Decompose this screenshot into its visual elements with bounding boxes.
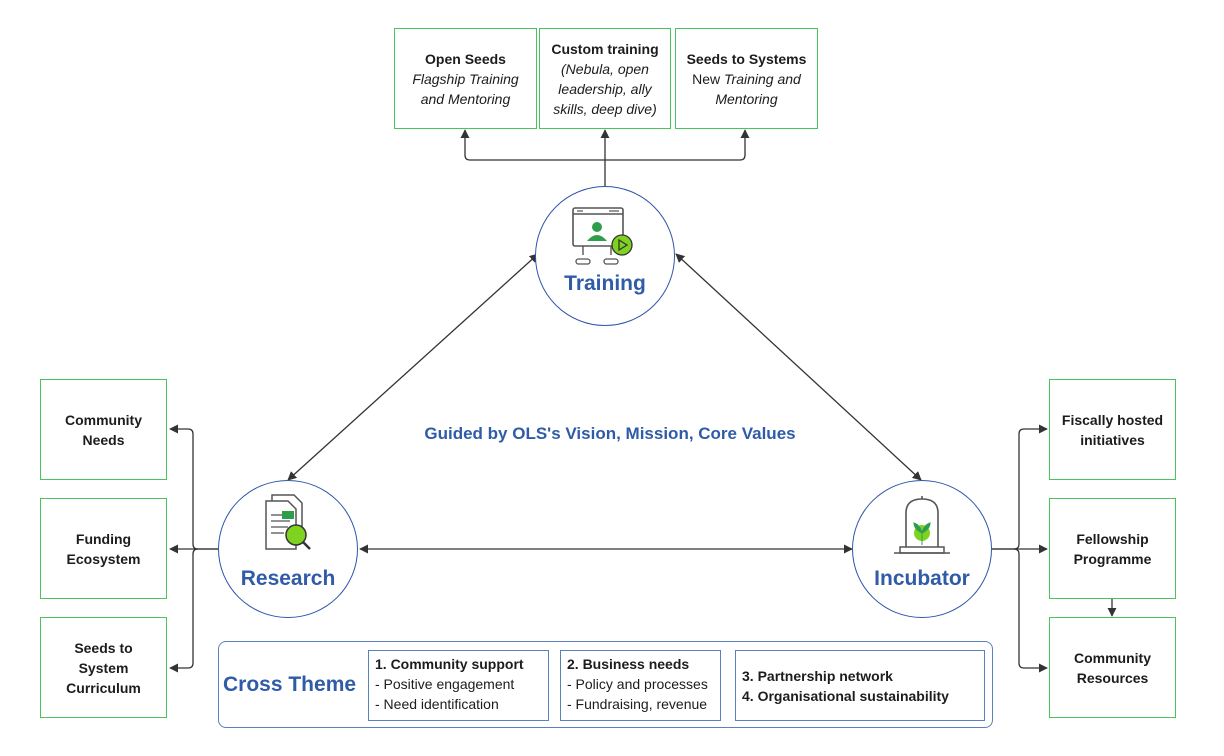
cross-col2-item: - Fundraising, revenue — [567, 696, 708, 712]
cross-col1-item: - Need identification — [375, 696, 499, 712]
node-research-label: Research — [240, 567, 336, 590]
cross-theme-title: Cross Theme — [223, 673, 357, 696]
box-custom-training: Custom training (Nebula, open leadership… — [539, 28, 671, 129]
cross-theme-col-partnership: 3. Partnership network 4. Organisational… — [735, 650, 985, 721]
box-seeds-to-systems-new: New — [692, 70, 721, 87]
box-open-seeds-title: Open Seeds — [425, 50, 506, 67]
box-fiscally-hosted-label: Fiscally hosted initiatives — [1061, 411, 1164, 448]
arrow-research-needs — [169, 424, 218, 550]
box-seeds-to-systems: Seeds to Systems New Training and Mentor… — [675, 28, 818, 129]
cross-col3-item: 4. Organisational sustainability — [742, 688, 949, 704]
arrow-research-training — [287, 253, 539, 481]
box-fellowship-label: Fellowship Programme — [1073, 530, 1152, 567]
cross-theme-col-business: 2. Business needs - Policy and processes… — [560, 650, 721, 721]
arrow-training-seedssystems — [605, 129, 750, 161]
cross-col2-item: - Policy and processes — [567, 676, 708, 692]
box-seeds-to-systems-title: Seeds to Systems — [686, 50, 807, 67]
box-open-seeds-sub: Flagship Training and Mentoring — [412, 70, 519, 107]
box-funding-ecosystem: Funding Ecosystem — [40, 498, 167, 599]
center-guiding-text: Guided by OLS's Vision, Mission, Core Va… — [424, 424, 796, 443]
node-incubator: Incubator — [852, 480, 992, 618]
box-community-needs-label: Community Needs — [65, 411, 142, 448]
video-training-icon — [572, 207, 633, 265]
box-seeds-curriculum: Seeds to System Curriculum — [40, 617, 167, 718]
node-research: Research — [218, 480, 358, 618]
node-training: Training — [535, 186, 675, 326]
node-training-label: Training — [564, 272, 646, 295]
box-seeds-curriculum-label: Seeds to System Curriculum — [66, 639, 141, 696]
arrow-incubator-fiscal — [992, 424, 1048, 550]
box-community-needs: Community Needs — [40, 379, 167, 480]
cross-col2-heading: 2. Business needs — [567, 656, 690, 672]
document-search-icon — [265, 494, 311, 550]
arrow-incubator-resources — [1013, 548, 1048, 673]
box-funding-ecosystem-label: Funding Ecosystem — [66, 530, 141, 567]
box-custom-training-sub: (Nebula, open leadership, ally skills, d… — [553, 60, 657, 117]
box-community-resources: Community Resources — [1049, 617, 1176, 718]
box-fiscally-hosted: Fiscally hosted initiatives — [1049, 379, 1176, 480]
arrow-training-incubator — [675, 253, 922, 481]
box-seeds-to-systems-sub-wrap: New Training and Mentoring — [676, 69, 817, 109]
cross-col1-item: - Positive engagement — [375, 676, 515, 692]
cross-col1-heading: 1. Community support — [375, 656, 524, 672]
box-custom-training-title: Custom training — [551, 40, 659, 57]
arrow-training-openseeds — [460, 129, 605, 161]
box-fellowship: Fellowship Programme — [1049, 498, 1176, 599]
cross-col3-item: 3. Partnership network — [742, 668, 893, 684]
plant-incubator-icon — [894, 496, 950, 554]
node-incubator-label: Incubator — [874, 567, 970, 590]
arrow-research-curriculum — [169, 548, 199, 673]
box-seeds-to-systems-sub: Training and Mentoring — [715, 70, 801, 107]
cross-theme-col-community: 1. Community support - Positive engageme… — [368, 650, 549, 721]
cross-theme-panel: Cross Theme 1. Community support - Posit… — [218, 641, 993, 728]
box-open-seeds: Open Seeds Flagship Training and Mentori… — [394, 28, 537, 129]
box-community-resources-label: Community Resources — [1074, 649, 1151, 686]
